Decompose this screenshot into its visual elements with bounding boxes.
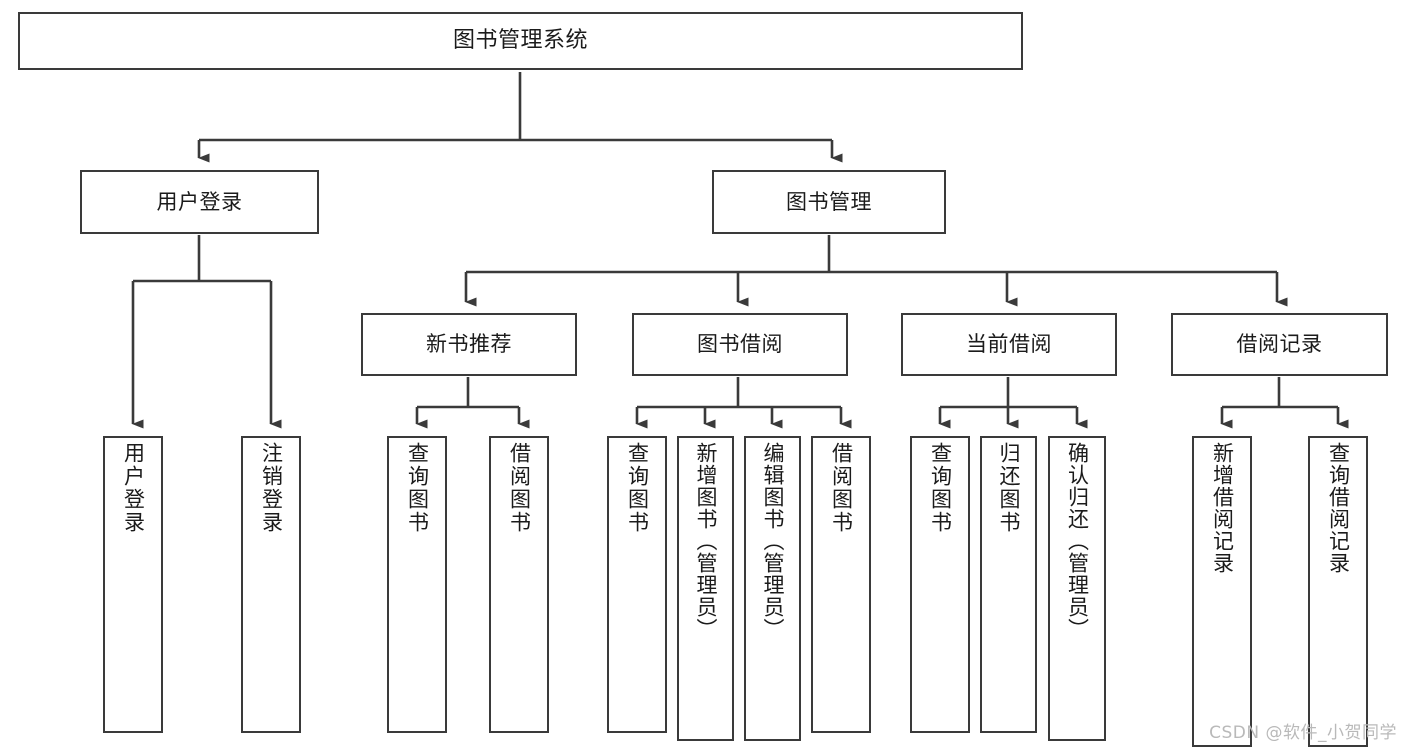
node-leaf-query-book-recommend[interactable]: 查询图书 bbox=[387, 436, 447, 733]
node-new-book-recommend-label: 新书推荐 bbox=[426, 332, 512, 357]
node-user-login[interactable]: 用户登录 bbox=[80, 170, 319, 234]
node-leaf-add-borrow-record[interactable]: 新增借阅记录 bbox=[1192, 436, 1252, 747]
node-leaf-borrow-book[interactable]: 借阅图书 bbox=[811, 436, 871, 733]
node-leaf-query-book-borrow[interactable]: 查询图书 bbox=[607, 436, 667, 733]
node-book-management-label: 图书管理 bbox=[786, 189, 872, 214]
node-leaf-logout-label: 注销登录 bbox=[259, 442, 284, 534]
node-leaf-edit-book-admin[interactable]: 编辑图书（管理员） bbox=[744, 436, 801, 741]
node-current-borrow-label: 当前借阅 bbox=[966, 332, 1052, 357]
node-leaf-user-login[interactable]: 用户登录 bbox=[103, 436, 163, 733]
node-leaf-confirm-return-admin[interactable]: 确认归还（管理员） bbox=[1048, 436, 1106, 741]
node-leaf-edit-book-admin-label: 编辑图书（管理员） bbox=[760, 442, 785, 640]
node-leaf-return-book-label: 归还图书 bbox=[996, 442, 1021, 534]
node-leaf-return-book[interactable]: 归还图书 bbox=[980, 436, 1037, 733]
node-leaf-query-borrow-record[interactable]: 查询借阅记录 bbox=[1308, 436, 1368, 747]
node-root[interactable]: 图书管理系统 bbox=[18, 12, 1023, 70]
node-book-borrow[interactable]: 图书借阅 bbox=[632, 313, 848, 376]
node-leaf-query-book-current[interactable]: 查询图书 bbox=[910, 436, 970, 733]
node-root-label: 图书管理系统 bbox=[452, 28, 588, 54]
node-book-management[interactable]: 图书管理 bbox=[712, 170, 946, 234]
node-leaf-add-book-admin-label: 新增图书（管理员） bbox=[693, 442, 718, 640]
node-leaf-add-book-admin[interactable]: 新增图书（管理员） bbox=[677, 436, 734, 741]
node-leaf-query-book-current-label: 查询图书 bbox=[928, 442, 953, 534]
node-leaf-add-borrow-record-label: 新增借阅记录 bbox=[1210, 442, 1235, 574]
node-current-borrow[interactable]: 当前借阅 bbox=[901, 313, 1117, 376]
node-leaf-borrow-book-recommend[interactable]: 借阅图书 bbox=[489, 436, 549, 733]
node-user-login-label: 用户登录 bbox=[156, 189, 243, 214]
node-leaf-confirm-return-admin-label: 确认归还（管理员） bbox=[1065, 442, 1090, 640]
node-leaf-user-login-label: 用户登录 bbox=[121, 442, 146, 534]
node-borrow-record[interactable]: 借阅记录 bbox=[1171, 313, 1388, 376]
node-leaf-borrow-book-recommend-label: 借阅图书 bbox=[507, 442, 532, 534]
node-book-borrow-label: 图书借阅 bbox=[697, 332, 783, 357]
node-leaf-logout[interactable]: 注销登录 bbox=[241, 436, 301, 733]
node-leaf-query-book-borrow-label: 查询图书 bbox=[625, 442, 650, 534]
node-borrow-record-label: 借阅记录 bbox=[1236, 332, 1323, 357]
node-leaf-query-borrow-record-label: 查询借阅记录 bbox=[1326, 442, 1351, 574]
node-new-book-recommend[interactable]: 新书推荐 bbox=[361, 313, 577, 376]
node-leaf-borrow-book-label: 借阅图书 bbox=[829, 442, 854, 534]
node-leaf-query-book-recommend-label: 查询图书 bbox=[405, 442, 430, 534]
